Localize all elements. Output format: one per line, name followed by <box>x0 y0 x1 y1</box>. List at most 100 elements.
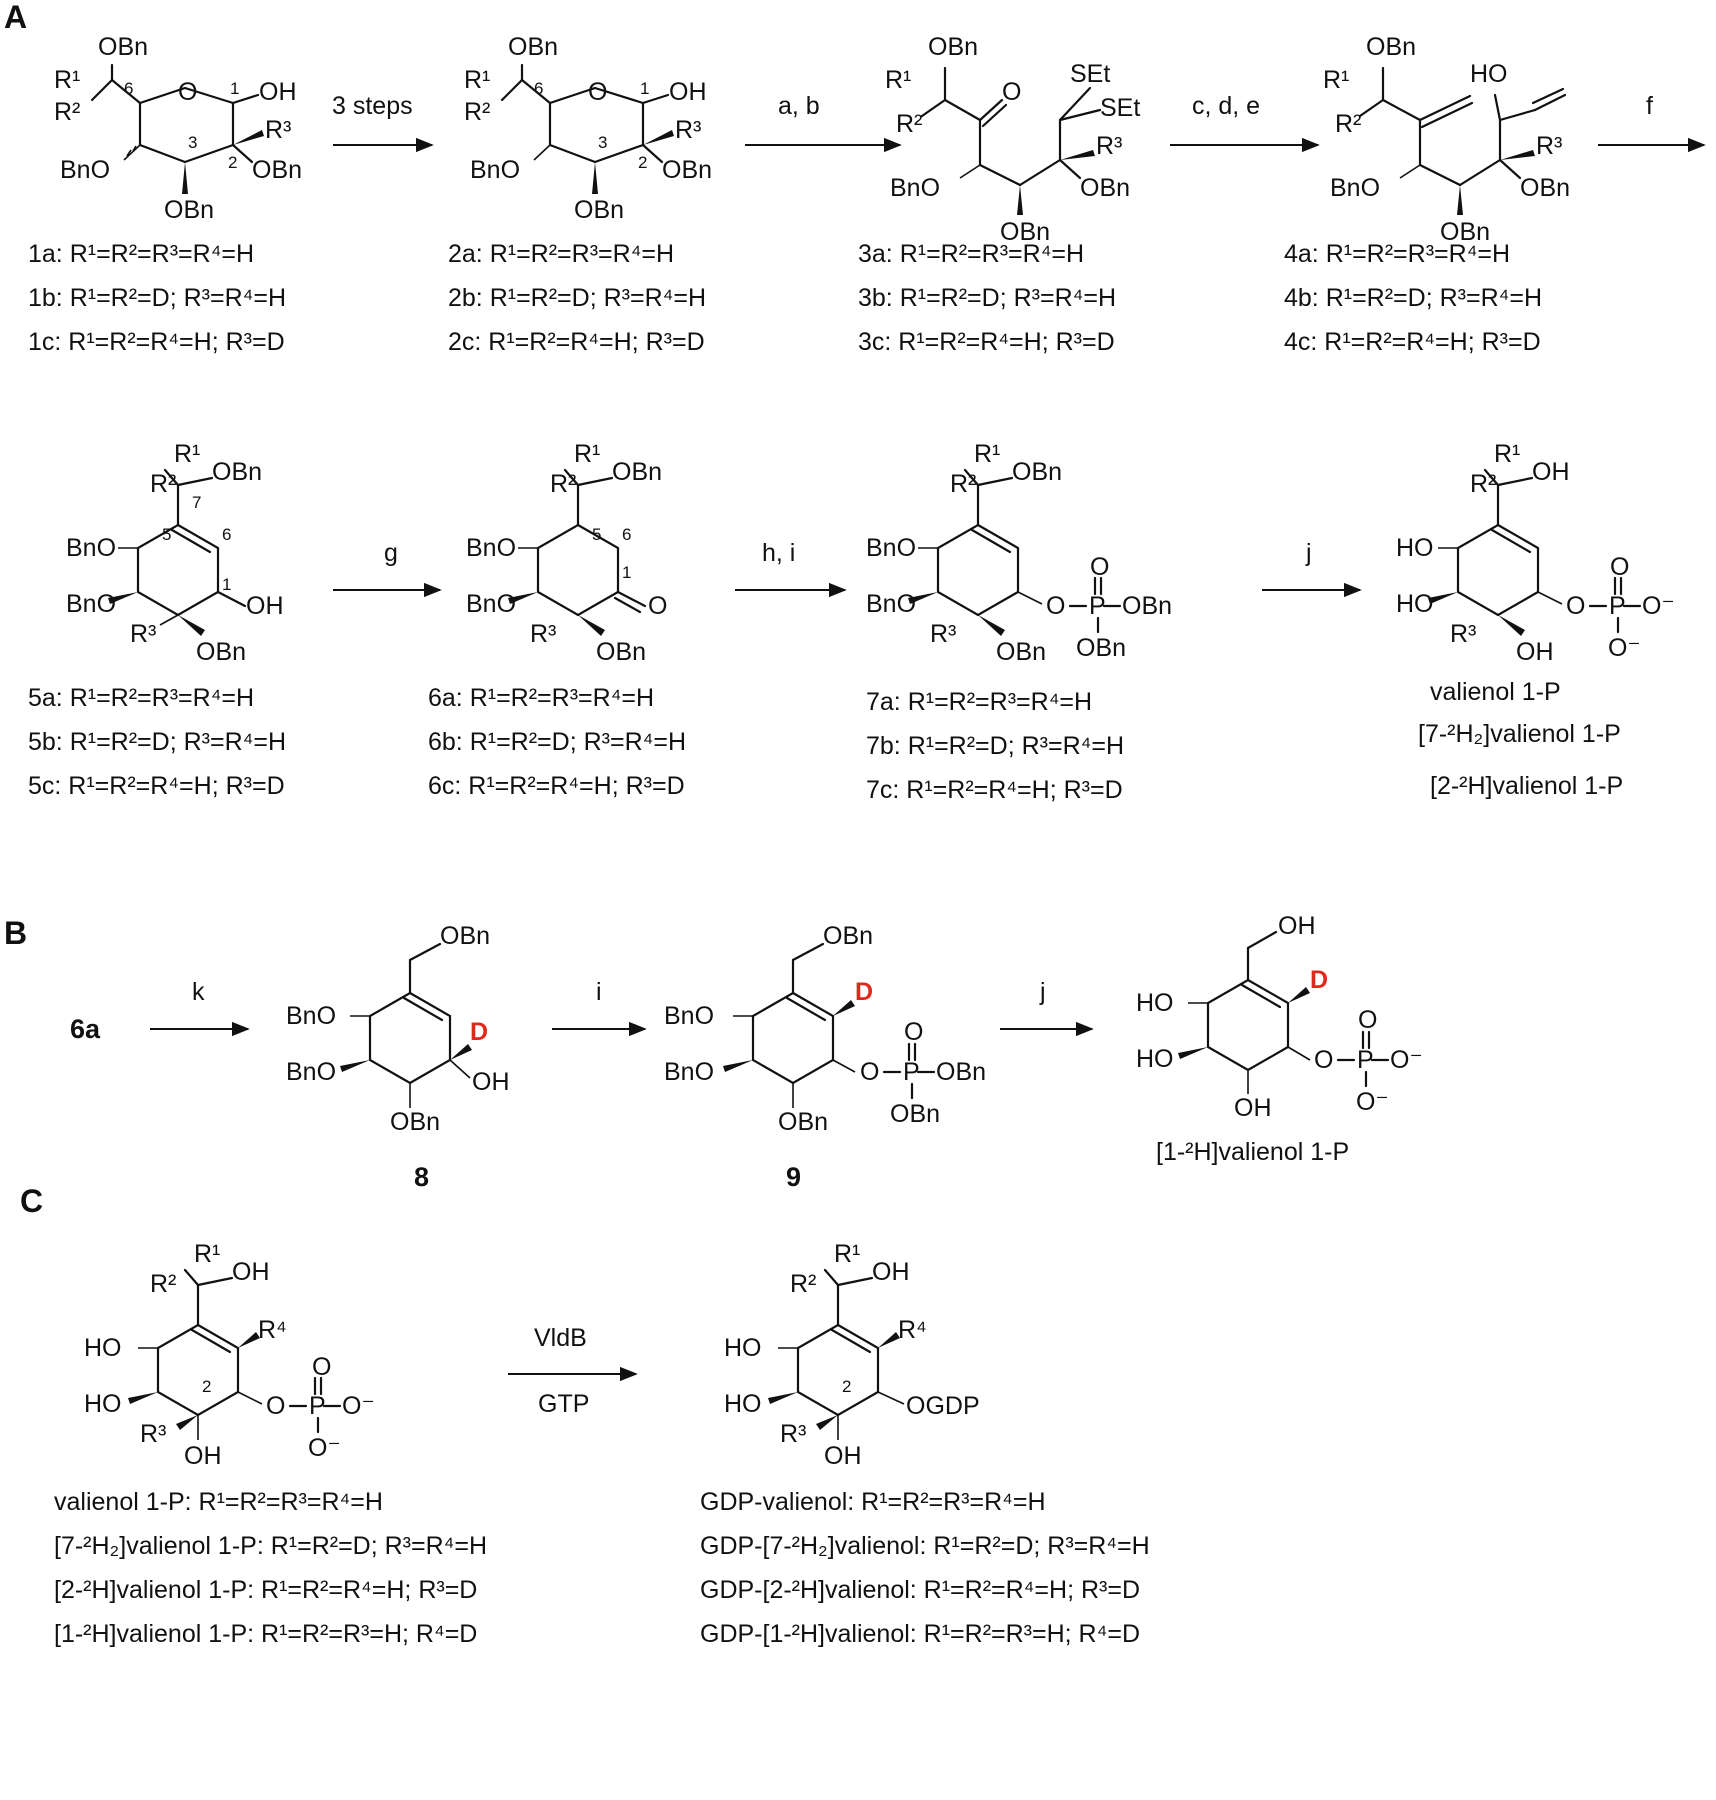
atom-label: OBn <box>196 638 246 666</box>
atom-label: OH <box>232 1258 270 1286</box>
compound-number: 9 <box>786 1162 801 1192</box>
atom-label: HO <box>724 1334 762 1362</box>
panel-label-c: C <box>20 1183 43 1219</box>
product-row: [2-²H]valienol 1-P <box>1430 772 1623 800</box>
cofactor-label: GTP <box>538 1390 589 1418</box>
atom-label: BnO <box>466 534 516 562</box>
atom-label: R¹ <box>174 440 200 468</box>
ring-number: 2 <box>228 153 237 172</box>
reaction-condition: i <box>596 978 602 1006</box>
atom-label: R⁴ <box>258 1316 287 1344</box>
atom-label: BnO <box>664 1058 714 1086</box>
compound-row: 1c: R¹=R²=R⁴=H; R³=D <box>28 328 285 356</box>
atom-label: O⁻ <box>308 1434 341 1462</box>
atom-label: OBn <box>596 638 646 666</box>
atom-label: O⁻ <box>1608 634 1641 662</box>
atom-label: OBn <box>996 638 1046 666</box>
atom-label: R³ <box>675 116 701 144</box>
ring-number: 7 <box>192 493 201 512</box>
atom-label: O <box>1002 78 1021 106</box>
compound-row: 6c: R¹=R²=R⁴=H; R³=D <box>428 772 685 800</box>
structure-valienol-1p-generic <box>128 1268 342 1440</box>
atom-label: R³ <box>1536 132 1562 160</box>
compound-row: 5c: R¹=R²=R⁴=H; R³=D <box>28 772 285 800</box>
structure-3 <box>920 66 1102 215</box>
atom-label: R² <box>550 470 576 498</box>
compound-row: 2b: R¹=R²=D; R³=R⁴=H <box>448 284 706 312</box>
atom-label: OGDP <box>906 1392 980 1420</box>
atom-label: O <box>1610 553 1629 581</box>
compound-row: 3b: R¹=R²=D; R³=R⁴=H <box>858 284 1116 312</box>
variant-row: GDP-valienol: R¹=R²=R³=R⁴=H <box>700 1488 1046 1516</box>
atom-label: BnO <box>890 174 940 202</box>
variant-row: [7-²H₂]valienol 1-P: R¹=R²=D; R³=R⁴=H <box>54 1532 487 1560</box>
atom-label: O <box>312 1353 331 1381</box>
atom-label: P <box>1609 592 1626 620</box>
atom-label: OBn <box>936 1058 986 1086</box>
atom-label: R¹ <box>194 1240 220 1268</box>
product-row: [7-²H₂]valienol 1-P <box>1418 720 1621 748</box>
atom-label: OBn <box>1080 174 1130 202</box>
atom-label: OBn <box>928 33 978 61</box>
atom-label: R² <box>1470 470 1496 498</box>
atom-label: OBn <box>823 922 873 950</box>
atom-label: OBn <box>1366 33 1416 61</box>
ring-number: 1 <box>230 79 239 98</box>
ring-number: 3 <box>188 133 197 152</box>
atom-label: BnO <box>466 590 516 618</box>
reaction-condition: k <box>192 978 205 1006</box>
structure-gdp-valienol <box>768 1268 905 1440</box>
ring-number: 5 <box>162 525 171 544</box>
ring-number: 2 <box>202 1377 211 1396</box>
atom-label: HO <box>1396 534 1434 562</box>
reaction-condition: 3 steps <box>332 92 413 120</box>
atom-label: R¹ <box>834 1240 860 1268</box>
atom-label: BnO <box>470 156 520 184</box>
reaction-condition: j <box>1039 978 1046 1006</box>
reaction-condition: f <box>1646 92 1653 120</box>
atom-label: R² <box>790 1270 816 1298</box>
atom-label: BnO <box>286 1002 336 1030</box>
atom-label: SEt <box>1070 60 1110 88</box>
atom-label: R² <box>1335 110 1361 138</box>
compound-row: 2a: R¹=R²=R³=R⁴=H <box>448 240 674 268</box>
atom-label: OBn <box>98 33 148 61</box>
atom-label: HO <box>724 1390 762 1418</box>
atom-label: OBn <box>164 196 214 224</box>
atom-label: OH <box>1516 638 1554 666</box>
atom-label: OH <box>824 1442 862 1470</box>
variant-row: GDP-[1-²H]valienol: R¹=R²=R³=H; R⁴=D <box>700 1620 1140 1648</box>
atom-label: O <box>1566 592 1585 620</box>
atom-label: R³ <box>1096 132 1122 160</box>
variant-row: GDP-[7-²H₂]valienol: R¹=R²=D; R³=R⁴=H <box>700 1532 1150 1560</box>
atom-label: R³ <box>530 620 556 648</box>
atom-label: O <box>266 1392 285 1420</box>
compound-number: 8 <box>414 1162 429 1192</box>
atom-label: P <box>1089 592 1106 620</box>
compound-row: 4a: R¹=R²=R³=R⁴=H <box>1284 240 1510 268</box>
atom-label: O⁻ <box>1356 1088 1389 1116</box>
atom-label: BnO <box>66 590 116 618</box>
structure-1 <box>90 63 264 194</box>
atom-label: O <box>178 78 197 106</box>
atom-label: O <box>648 592 667 620</box>
compound-number: 6a <box>70 1014 101 1044</box>
atom-label: R² <box>150 1270 176 1298</box>
ring-number: 1 <box>222 575 231 594</box>
atom-label: R³ <box>930 620 956 648</box>
structure-2 <box>500 63 674 194</box>
atom-label: BnO <box>66 534 116 562</box>
ring-number: 6 <box>534 79 543 98</box>
compound-row: 7a: R¹=R²=R³=R⁴=H <box>866 688 1092 716</box>
atom-label: R¹ <box>1494 440 1520 468</box>
reaction-condition: j <box>1305 539 1312 567</box>
reaction-condition: c, d, e <box>1192 92 1260 120</box>
atom-label: OBn <box>212 458 262 486</box>
ring-number: 1 <box>622 563 631 582</box>
compound-row: 4b: R¹=R²=D; R³=R⁴=H <box>1284 284 1542 312</box>
atom-label: O <box>1358 1006 1377 1034</box>
structure-7 <box>908 468 1122 636</box>
atom-label: R² <box>150 470 176 498</box>
compound-row: 6a: R¹=R²=R³=R⁴=H <box>428 684 654 712</box>
